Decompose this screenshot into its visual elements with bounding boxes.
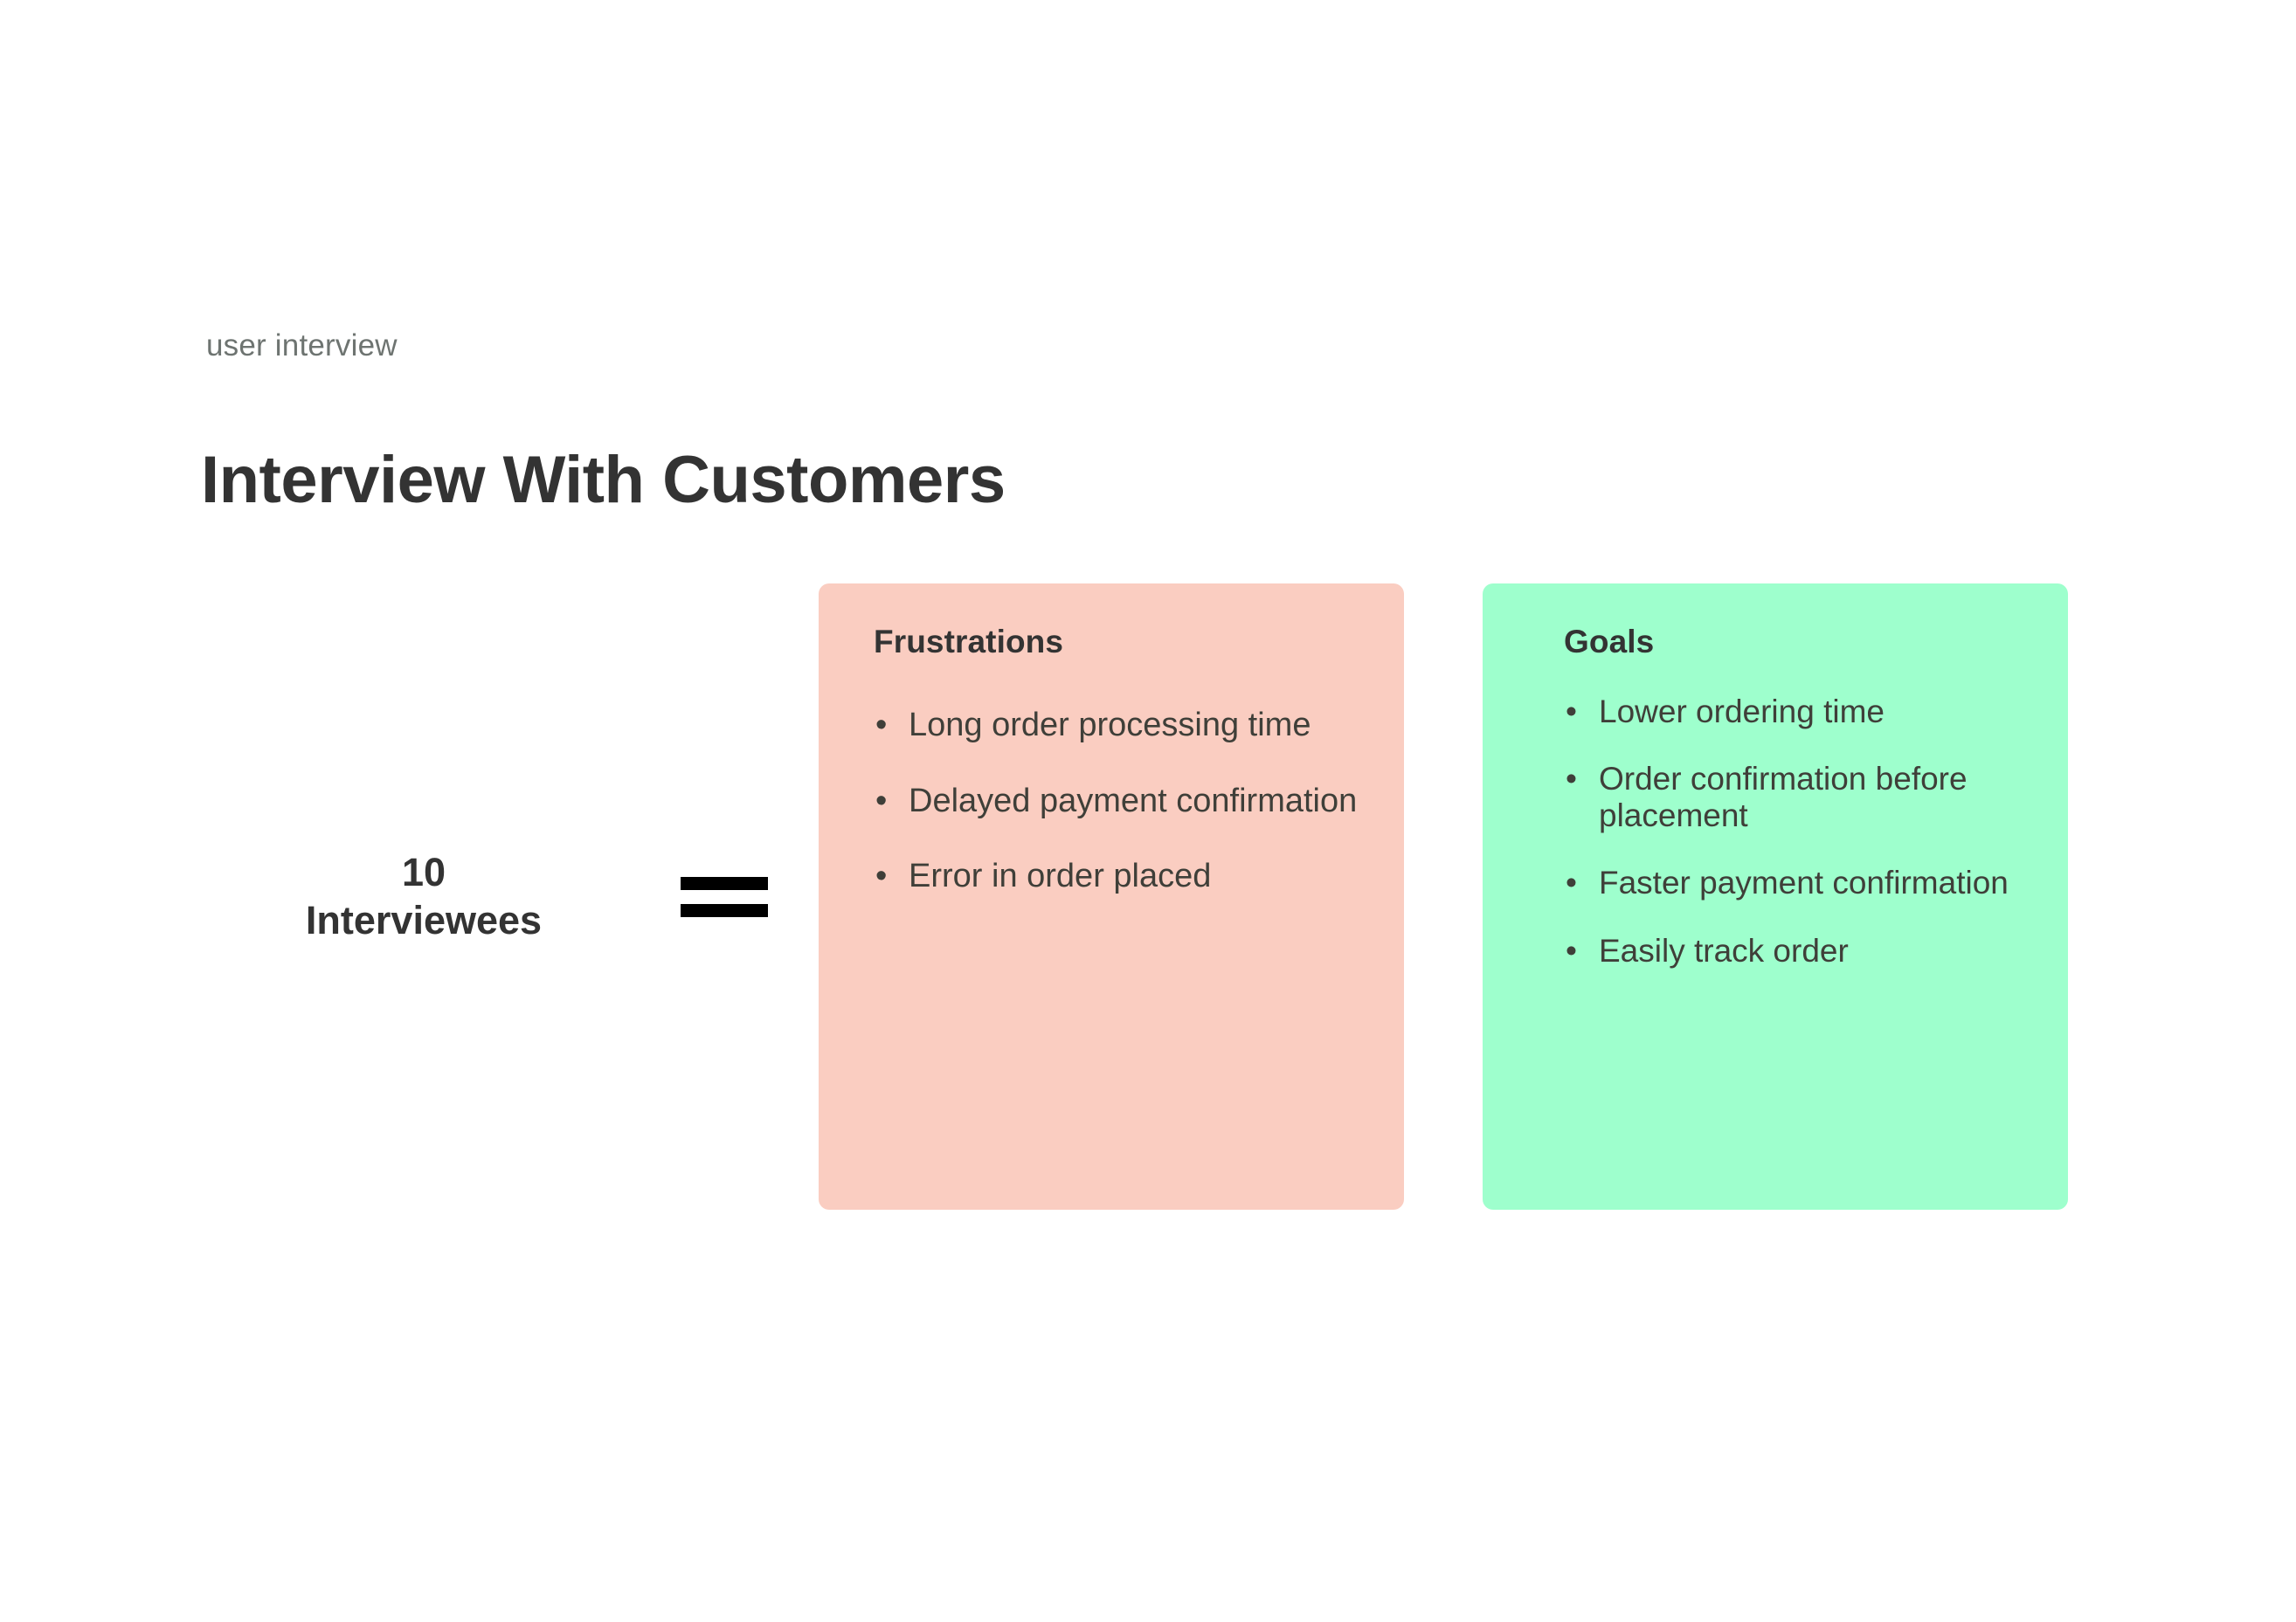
interviewees-count: 10 (401, 849, 446, 894)
card-frustrations-title: Frustrations (874, 624, 1064, 659)
bullet-icon: • (1566, 865, 1577, 901)
card-goals-title: Goals (1564, 624, 1655, 659)
bullet-icon: • (875, 707, 888, 743)
bullet-icon: • (1566, 694, 1577, 729)
list-item: • Easily track order (1564, 933, 2042, 969)
card-goals: Goals • Lower ordering time • Order conf… (1483, 583, 2068, 1210)
list-item: • Lower ordering time (1564, 694, 2042, 729)
list-item-label: Faster payment confirmation (1599, 865, 2009, 901)
list-item-label: Error in order placed (909, 858, 1212, 895)
card-frustrations-list: • Long order processing time • Delayed p… (874, 704, 1378, 898)
card-frustrations: Frustrations • Long order processing tim… (819, 583, 1404, 1210)
bullet-icon: • (1566, 932, 1577, 969)
equals-sign-icon (680, 583, 769, 1210)
list-item-label: Easily track order (1599, 932, 1849, 969)
bullet-icon: • (875, 858, 888, 895)
list-item-label: Long order processing time (909, 707, 1311, 743)
equation-row: 10 Interviewees Frustrations • Long orde… (0, 583, 2296, 1210)
equals-bar-bottom (681, 903, 768, 917)
list-item: • Order confirmation before placement (1564, 761, 2042, 833)
list-item: • Delayed payment confirmation (874, 780, 1378, 823)
interviewees-label: Interviewees (305, 897, 543, 942)
list-item-label: Delayed payment confirmation (909, 782, 1358, 819)
bullet-icon: • (875, 782, 888, 819)
list-item-label: Lower ordering time (1599, 694, 1885, 729)
bullet-icon: • (1566, 761, 1577, 797)
eyebrow-label: user interview (206, 328, 398, 362)
page-title: Interview With Customers (201, 442, 1006, 517)
list-item: • Long order processing time (874, 704, 1378, 747)
list-item: • Faster payment confirmation (1564, 865, 2042, 901)
card-goals-list: • Lower ordering time • Order confirmati… (1564, 694, 2042, 969)
equals-bar-top (681, 876, 768, 890)
list-item-label: Order confirmation before placement (1599, 761, 1968, 833)
list-item: • Error in order placed (874, 855, 1378, 898)
interviewees-summary: 10 Interviewees (175, 583, 673, 1210)
